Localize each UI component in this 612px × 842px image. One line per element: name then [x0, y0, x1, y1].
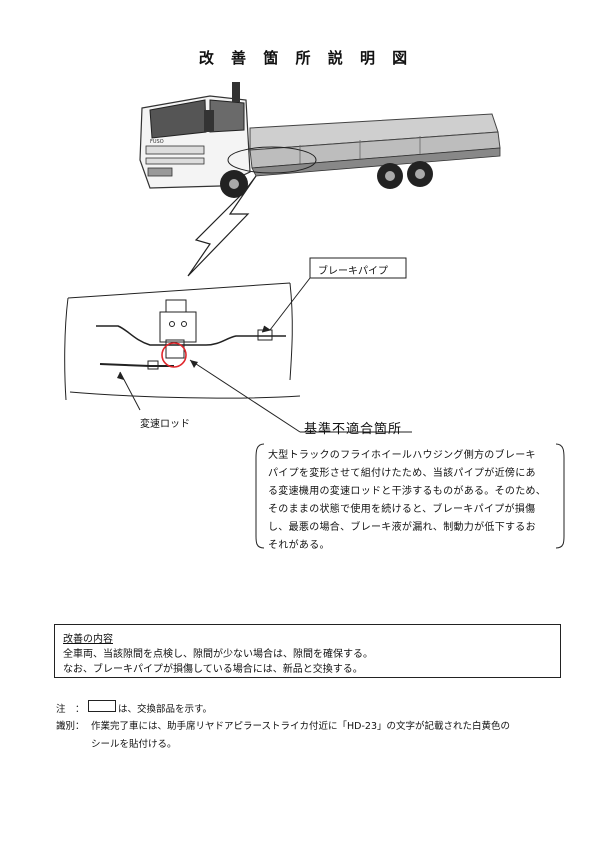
desc-bracket-left: [255, 443, 265, 549]
brake-pipe-label-box: [309, 257, 407, 279]
brake-pipe-label: ブレーキパイプ: [318, 266, 388, 277]
shift-rod-line: [99, 363, 174, 367]
improvement-box: 改善の内容 全車両、当該隙間を点検し、隙間が少ない場合は、隙間を確保する。 なお…: [54, 624, 561, 678]
truck-cab: [139, 82, 251, 189]
description-line: それがある。: [268, 540, 330, 551]
truck-wheels: [220, 161, 433, 198]
truck-badge-text: FUSO: [150, 139, 164, 145]
highlight-ellipse: [227, 146, 317, 174]
description-line: る変速機用の変速ロッドと干渉するものがある。そのため、: [268, 486, 547, 497]
cargo-body: [249, 113, 501, 177]
shift-rod-label: 変速ロッド: [140, 419, 190, 430]
nonconformity-label: 基準不適合箇所: [304, 422, 403, 437]
frame-right-edge: [289, 282, 293, 381]
shift-rod-leader: [119, 371, 141, 411]
note-label: 注 ：: [56, 704, 85, 715]
interference-circle: [161, 342, 187, 368]
improvement-line: なお、ブレーキパイプが損傷している場合には、新品と交換する。: [63, 664, 363, 675]
brake-pipe-leader: [269, 277, 311, 331]
brake-pipe-line: [96, 325, 286, 346]
improvement-heading: 改善の内容: [63, 634, 113, 645]
identification-line: 作業完了車には、助手席リヤドアピラーストライカ付近に「HD-23」の文字が記載さ…: [91, 721, 511, 732]
description-line: パイプを変形させて組付けたため、当該パイプが近傍にあ: [268, 468, 536, 479]
frame-top-edge: [67, 282, 291, 299]
improvement-line: 全車両、当該隙間を点検し、隙間が少ない場合は、隙間を確保する。: [63, 649, 373, 660]
replacement-part-legend-box: [88, 700, 116, 712]
note-text: は、交換部品を示す。: [118, 704, 213, 715]
desc-bracket-right: [555, 443, 565, 549]
description-line: 大型トラックのフライホイールハウジング側方のブレーキ: [268, 450, 536, 461]
frame-left-edge: [64, 297, 69, 401]
zoom-arrow: [187, 175, 257, 277]
detail-view: [64, 277, 412, 433]
identification-label: 識別：: [56, 721, 85, 732]
frame-bottom-edge: [69, 391, 301, 399]
description-line: し、最悪の場合、ブレーキ液が漏れ、制動力が低下するお: [268, 522, 536, 533]
nonconformity-leader: [189, 359, 301, 433]
description-block: 大型トラックのフライホイールハウジング側方のブレーキ パイプを変形させて組付けた…: [268, 447, 560, 555]
identification-line: シールを貼付ける。: [91, 739, 177, 750]
page-title: 改 善 箇 所 説 明 図: [198, 49, 414, 67]
description-line: そのままの状態で使用を続けると、ブレーキパイプが損傷: [268, 504, 536, 515]
